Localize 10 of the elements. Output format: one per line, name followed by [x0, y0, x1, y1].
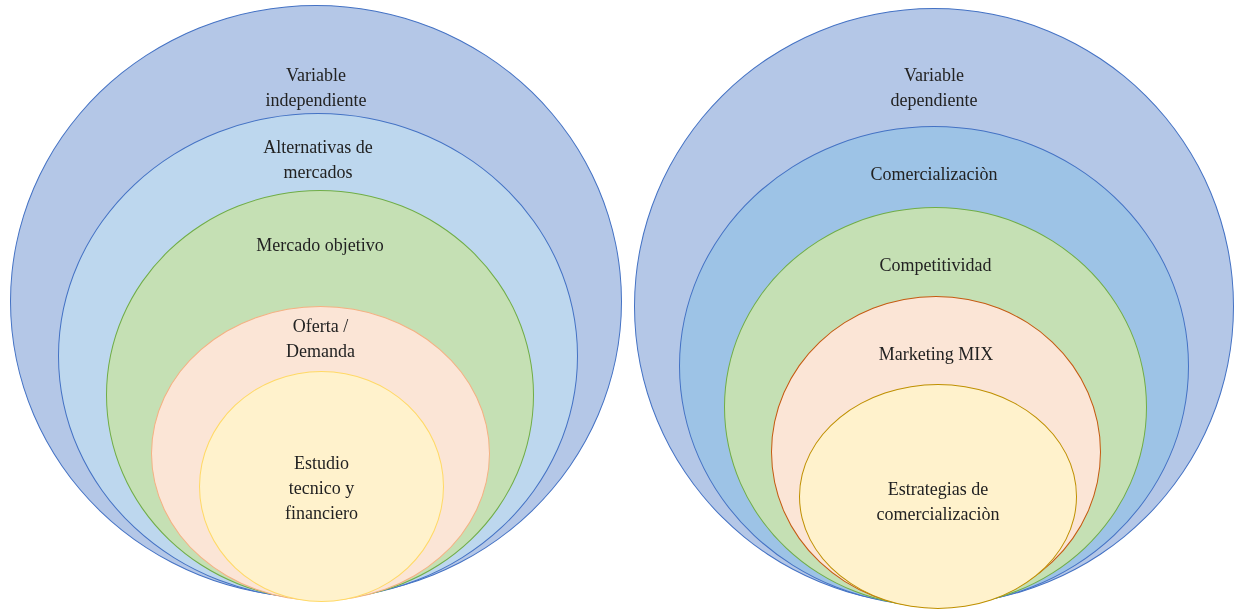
circle-label: Competitividad: [878, 254, 993, 277]
circle-label: Mercado objetivo: [255, 234, 385, 257]
circle-label: Estudio tecnico y financiero: [284, 452, 359, 525]
circle-label: Marketing MIX: [877, 343, 995, 366]
circle-label: Comercializaciòn: [869, 163, 999, 186]
circle-label: Alternativas de mercados: [262, 136, 374, 184]
circle-label: Oferta / Demanda: [285, 315, 356, 363]
circle-label: Estrategias de comercializaciòn: [875, 478, 1001, 526]
circle-label: Variable dependiente: [889, 64, 979, 112]
circle-label: Variable independiente: [264, 64, 368, 112]
